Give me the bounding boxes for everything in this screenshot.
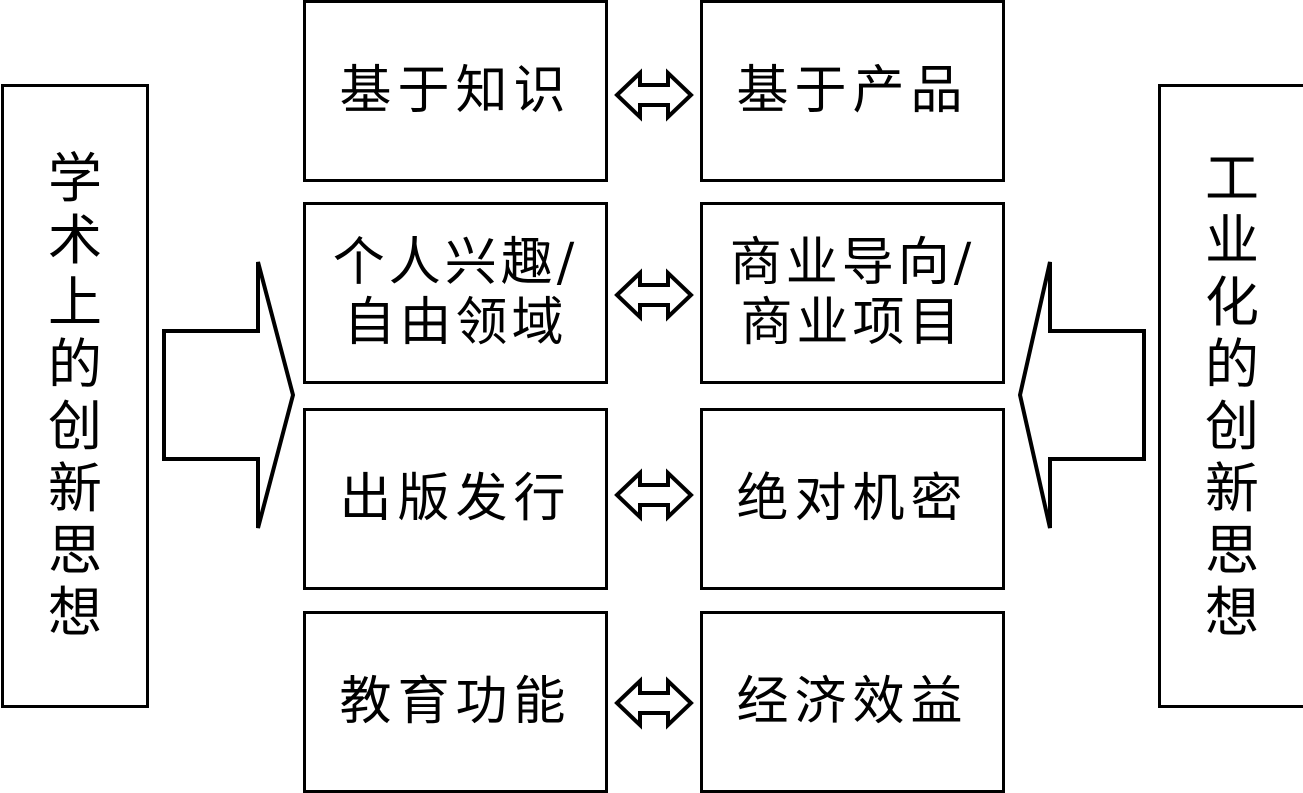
left-char: 想 (48, 581, 102, 644)
cell-text-line: 个人兴趣/ (332, 233, 579, 293)
left-char: 术 (48, 209, 102, 272)
cell-text: 经济效益 (736, 672, 969, 732)
cell-text: 出版发行 (339, 469, 572, 529)
right-char: 新 (1205, 457, 1259, 520)
left-cell-knowledge-based: 基于知识 (303, 0, 608, 182)
cell-text-line: 商业导向/ (729, 233, 976, 293)
right-char: 创 (1205, 395, 1259, 458)
left-block-arrow (162, 261, 296, 529)
right-cell-product-based: 基于产品 (700, 0, 1005, 182)
cell-text: 基于知识 (339, 61, 572, 121)
left-char: 上 (48, 271, 102, 334)
left-char: 新 (48, 457, 102, 520)
right-cell-business-oriented: 商业导向/ 商业项目 (700, 202, 1005, 384)
double-arrow-icon (614, 676, 694, 730)
right-char: 工 (1205, 147, 1259, 210)
double-arrow-icon (614, 268, 694, 322)
right-cell-economic-benefit: 经济效益 (700, 611, 1005, 793)
cell-text-line: 商业项目 (740, 293, 965, 353)
cell-text: 绝对机密 (736, 469, 969, 529)
right-cell-confidential: 绝对机密 (700, 408, 1005, 590)
left-cell-education: 教育功能 (303, 611, 608, 793)
cell-text-line: 自由领域 (343, 293, 568, 353)
left-char: 的 (48, 333, 102, 396)
right-block-arrow (1017, 261, 1146, 529)
left-char: 创 (48, 395, 102, 458)
left-cell-publication: 出版发行 (303, 408, 608, 590)
right-char: 的 (1205, 333, 1259, 396)
cell-text: 基于产品 (736, 61, 969, 121)
double-arrow-icon (614, 468, 694, 522)
industrial-innovation-box: 工 业 化 的 创 新 思 想 (1158, 84, 1303, 708)
double-arrows (614, 68, 694, 730)
left-char: 思 (48, 519, 102, 582)
right-char: 想 (1205, 581, 1259, 644)
cell-text: 教育功能 (339, 672, 572, 732)
left-cell-personal-interest: 个人兴趣/ 自由领域 (303, 202, 608, 384)
right-char: 业 (1205, 209, 1259, 272)
academic-innovation-box: 学 术 上 的 创 新 思 想 (1, 84, 149, 708)
left-char: 学 (48, 147, 102, 210)
right-char: 化 (1205, 271, 1259, 334)
right-char: 思 (1205, 519, 1259, 582)
double-arrow-icon (614, 68, 694, 122)
